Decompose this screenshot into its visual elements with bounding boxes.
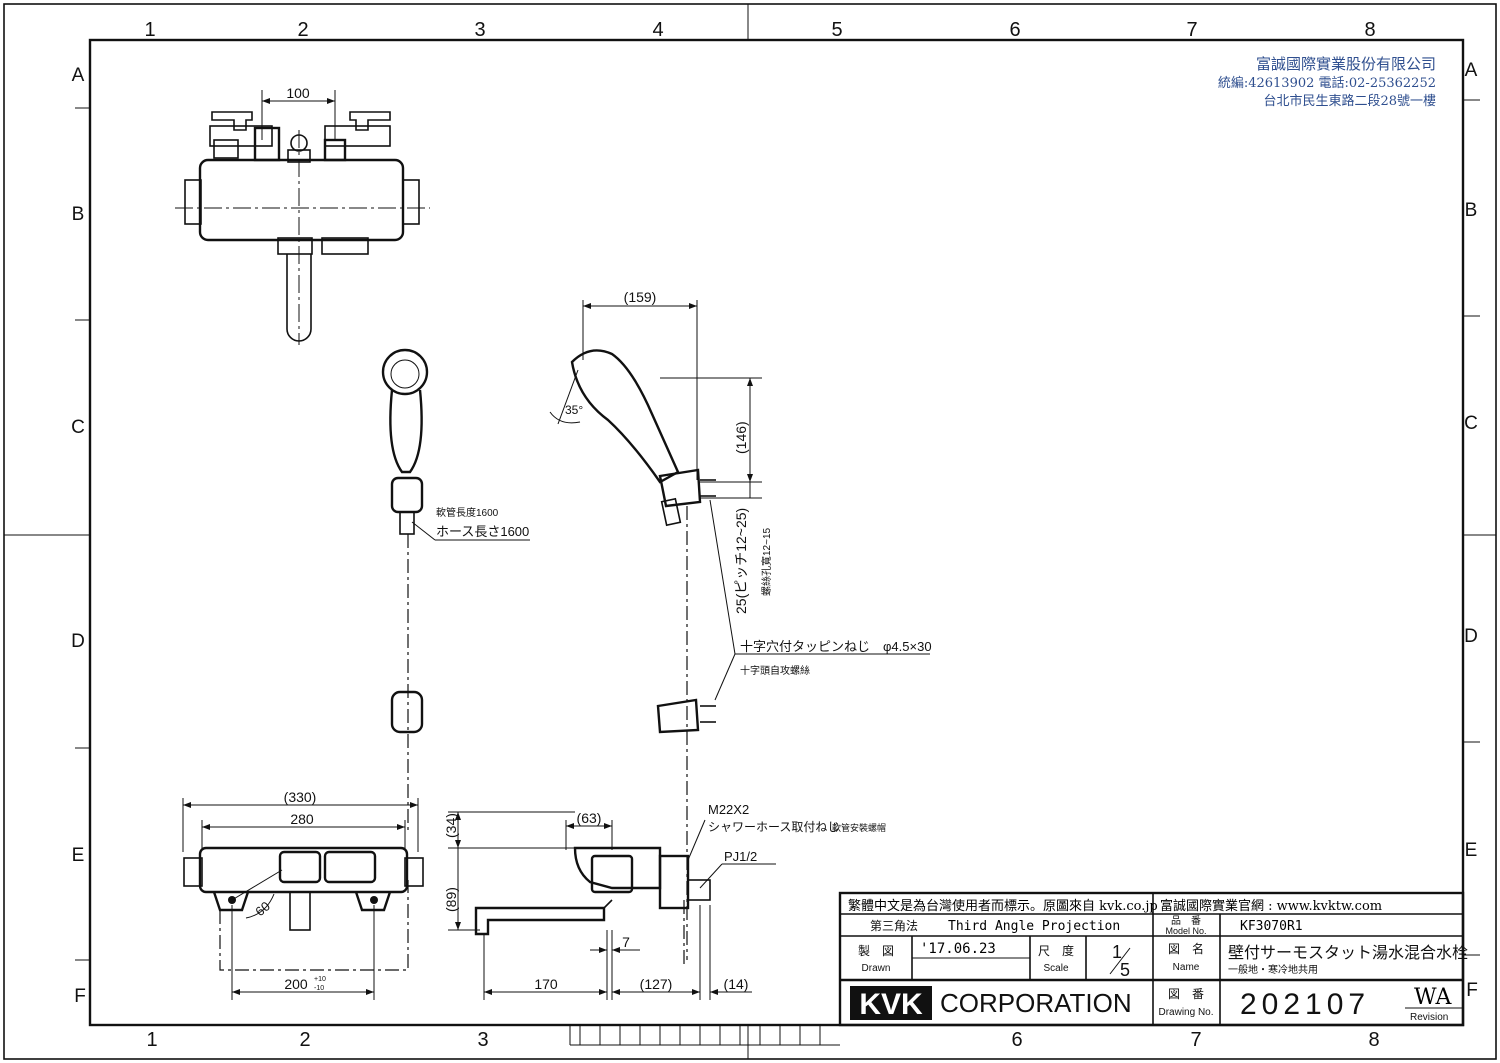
col-label-top-6: 6	[1009, 19, 1020, 41]
thread-m22-cn: 軟管安裝螺帽	[832, 822, 886, 833]
name-value: 壁付サーモスタット湯水混合水栓	[1228, 943, 1468, 962]
scale-label-jp: 尺 度	[1038, 943, 1074, 958]
col-label-top-8: 8	[1364, 19, 1375, 41]
row-label-right-f: F	[1466, 980, 1478, 1001]
drawing-number: 202107	[1240, 988, 1370, 1021]
dim-89: (89)	[443, 887, 459, 912]
row-label-right-b: B	[1465, 200, 1478, 221]
front-elevation: (330) 280 60 200 +10 -10	[182, 789, 424, 1000]
model-label-jp: 品 番	[1171, 915, 1201, 927]
hose-length-cn: 軟管長度1600	[436, 506, 499, 519]
name-sub: 一般地・寒冷地共用	[1228, 963, 1318, 976]
col-label-top-7: 7	[1186, 19, 1197, 41]
scale-numerator: 1	[1112, 942, 1122, 962]
dim-280: 280	[290, 811, 314, 827]
dim-34: (34)	[443, 813, 459, 838]
angle-35: 35°	[565, 403, 583, 417]
dim-146: (146)	[733, 421, 749, 454]
row-label-left-e: E	[72, 845, 85, 866]
dim-63: (63)	[577, 810, 602, 826]
drawn-date: '17.06.23	[920, 941, 996, 957]
col-label-top-4: 4	[652, 19, 663, 41]
revision-label: Revision	[1410, 1012, 1448, 1023]
top-view: 100	[175, 85, 430, 345]
scale-denominator: 5	[1120, 960, 1130, 980]
revision-value: WA	[1414, 985, 1453, 1010]
dim-14: (14)	[724, 976, 749, 992]
col-label-bottom-1: 1	[146, 1029, 157, 1051]
drawn-label-jp: 製 図	[858, 944, 894, 958]
drawn-label-en: Drawn	[862, 963, 891, 974]
name-label-jp: 図 名	[1168, 941, 1204, 956]
dim-200: 200	[284, 976, 308, 992]
dim-170: 170	[534, 976, 558, 992]
col-label-bottom-6: 6	[1011, 1029, 1022, 1051]
col-label-bottom-2: 2	[299, 1029, 310, 1051]
screw-spec-jp: 十字穴付タッピンねじ φ4.5×30	[740, 639, 932, 654]
thread-m22-jp: シャワーホース取付ねじ	[708, 820, 839, 834]
screw-spec-cn: 十字頭自攻螺絲	[740, 664, 810, 677]
row-label-left-c: C	[71, 417, 85, 438]
dim-7: 7	[622, 934, 630, 950]
row-label-right-a: A	[1465, 60, 1478, 81]
corporation-text: CORPORATION	[940, 988, 1132, 1018]
row-label-right-d: D	[1464, 626, 1478, 647]
col-label-bottom-3: 3	[477, 1029, 488, 1051]
dim-pitch: 25(ピッチ12~25)	[733, 508, 749, 614]
row-label-left-a: A	[72, 65, 85, 86]
pipe-pj: PJ1/2	[724, 849, 757, 864]
projection-jp: 第三角法	[870, 919, 918, 933]
company-address: 台北市民生東路二段28號一樓	[1263, 93, 1436, 109]
dim-159: (159)	[624, 289, 657, 305]
col-label-top-2: 2	[297, 19, 308, 41]
row-label-right-e: E	[1465, 840, 1478, 861]
row-label-left-b: B	[72, 204, 85, 225]
drawing-label-en: Drawing No.	[1158, 1007, 1213, 1018]
side-elevation: (34) (89) (63) M22X2 シャワーホース取付ねじ 軟管安裝螺帽 …	[443, 802, 886, 1000]
drawing-label-jp: 図 番	[1168, 987, 1204, 1001]
note-cn: 繁體中文是為台灣使用者而標示。原圖來自 kvk.co.jp	[848, 898, 1158, 914]
row-label-right-c: C	[1464, 413, 1478, 434]
shower-side-view: (159) 35° (146) 25(ピッチ12~25) 螺絲孔寬12~15	[549, 289, 932, 960]
model-label-en: Model No.	[1165, 926, 1206, 936]
thread-m22: M22X2	[708, 802, 749, 817]
hose-length-jp: ホース長さ1600	[436, 524, 529, 539]
grid-dividers	[4, 4, 1496, 1059]
col-label-top-3: 3	[474, 19, 485, 41]
dim-pitch-cn: 螺絲孔寬12~15	[760, 527, 773, 596]
title-block: 繁體中文是為台灣使用者而標示。原圖來自 kvk.co.jp 富誠國際實業官網 :…	[838, 891, 1468, 1027]
col-label-bottom-7: 7	[1190, 1029, 1201, 1051]
scale-label-en: Scale	[1043, 963, 1068, 974]
kvk-logo-text: KVK	[859, 988, 923, 1021]
kvk-logo	[850, 986, 932, 1020]
dim-200-tol-lower: -10	[314, 985, 324, 992]
dim-330: (330)	[284, 789, 317, 805]
company-name: 富誠國際實業股份有限公司	[1256, 55, 1436, 73]
row-label-left-d: D	[71, 631, 85, 652]
company-tax-phone: 統編:42613902 電話:02-25362252	[1218, 75, 1436, 91]
name-label-en: Name	[1173, 962, 1200, 973]
inner-frame	[88, 38, 1465, 1027]
dim-127: (127)	[640, 976, 673, 992]
row-label-left-f: F	[74, 986, 86, 1007]
dim-100: 100	[286, 85, 310, 101]
website: 富誠國際實業官網 : www.kvktw.com	[1160, 898, 1382, 914]
dim-200-tol-upper: +10	[314, 976, 326, 983]
col-label-bottom-8: 8	[1368, 1029, 1379, 1051]
col-label-top-1: 1	[144, 19, 155, 41]
model-value: KF3070R1	[1240, 919, 1303, 934]
shower-front-view: 軟管長度1600 ホース長さ1600	[381, 348, 530, 830]
projection-en: Third Angle Projection	[948, 919, 1120, 934]
outer-frame	[3, 3, 1497, 1060]
col-label-top-5: 5	[831, 19, 842, 41]
